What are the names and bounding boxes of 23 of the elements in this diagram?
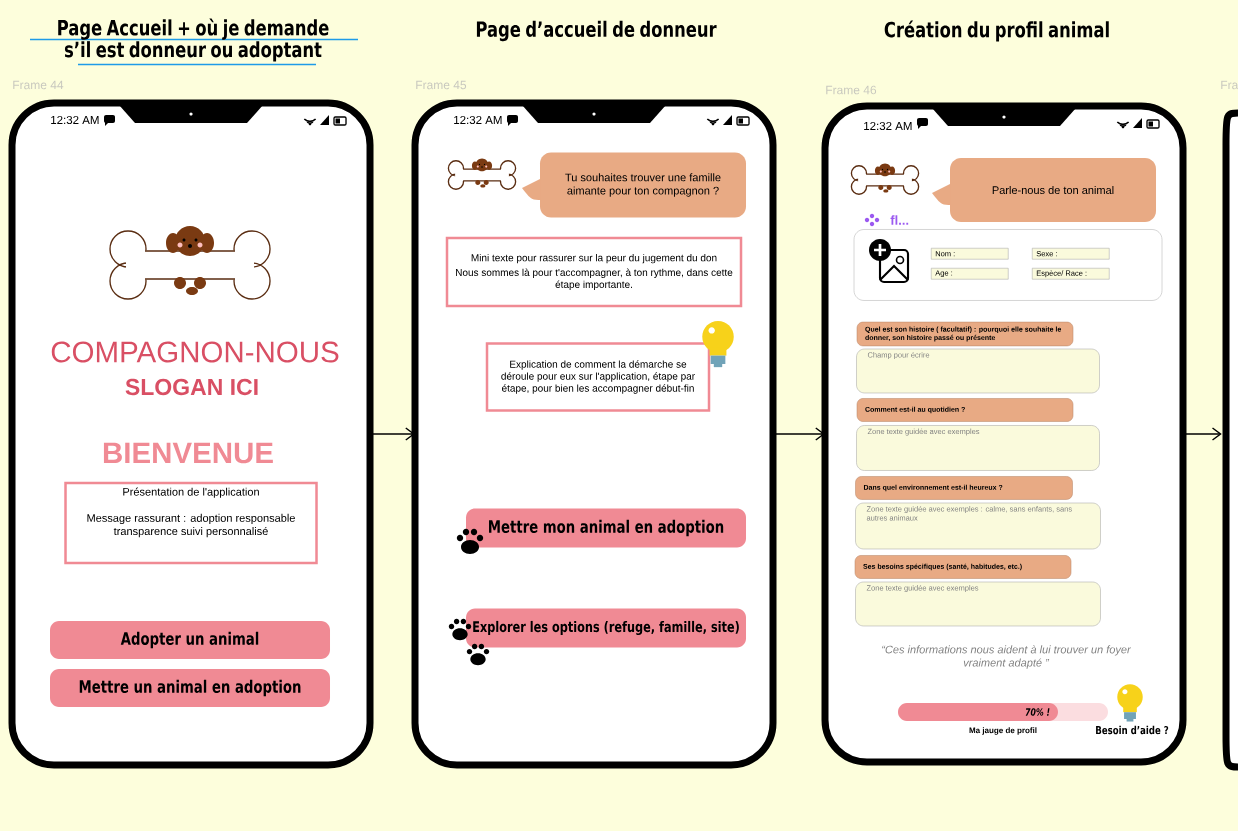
speech-bubble: Parle-nous de ton animal [932,158,1156,222]
status-time: 12:32 AM [864,121,912,131]
quote-text: “Ces informations nous aident à lui trouver un foyer vraiment adapté ” [882,645,1132,669]
status-time: 12:32 AM [454,115,502,125]
action-button: Adopter un animal [50,621,330,659]
text-box: Mini texte pour rassurer sur la peur du jugement du don Nous sommes là pour t'accompagner, à ton rythme, dans cette étape importante. [445,236,743,308]
progress-bar: 70% ! [898,703,1108,721]
action-button: Mettre mon animal en adoption [466,508,746,548]
bar-caption: Ma jauge de profil [969,727,1037,735]
help-text: Besoin d’aide ? [1096,725,1169,735]
action-button: Mettre un animal en adoption [50,669,330,707]
screen-title: Création du profil animal [884,20,1109,42]
screen-title: Page d’accueil de donneur [476,20,717,42]
screen-title: Page Accueil + où je demande s’il est donneur ou adoptant [29,18,359,66]
app-name: COMPAGNON-NOUS [51,341,339,363]
phone-frame [1222,109,1238,771]
speech-bubble: Tu souhaites trouver une famille aimante pour ton compagnon ? [522,152,746,218]
slogan-text: SLOGAN ICI [125,378,258,396]
status-time: 12:32 AM [51,115,99,125]
text-box: Explication de comment la démarche se déroule pour eux sur l'application, étape par étape, pour bien les accompagner début-fin [485,342,711,412]
action-button: Explorer les options (refuge, famille, site) [466,608,746,648]
component-label: fl... [890,215,909,225]
text-box: Présentation de l'application Message rassurant : adoption responsable transparence suivi personnalisé [64,481,318,565]
